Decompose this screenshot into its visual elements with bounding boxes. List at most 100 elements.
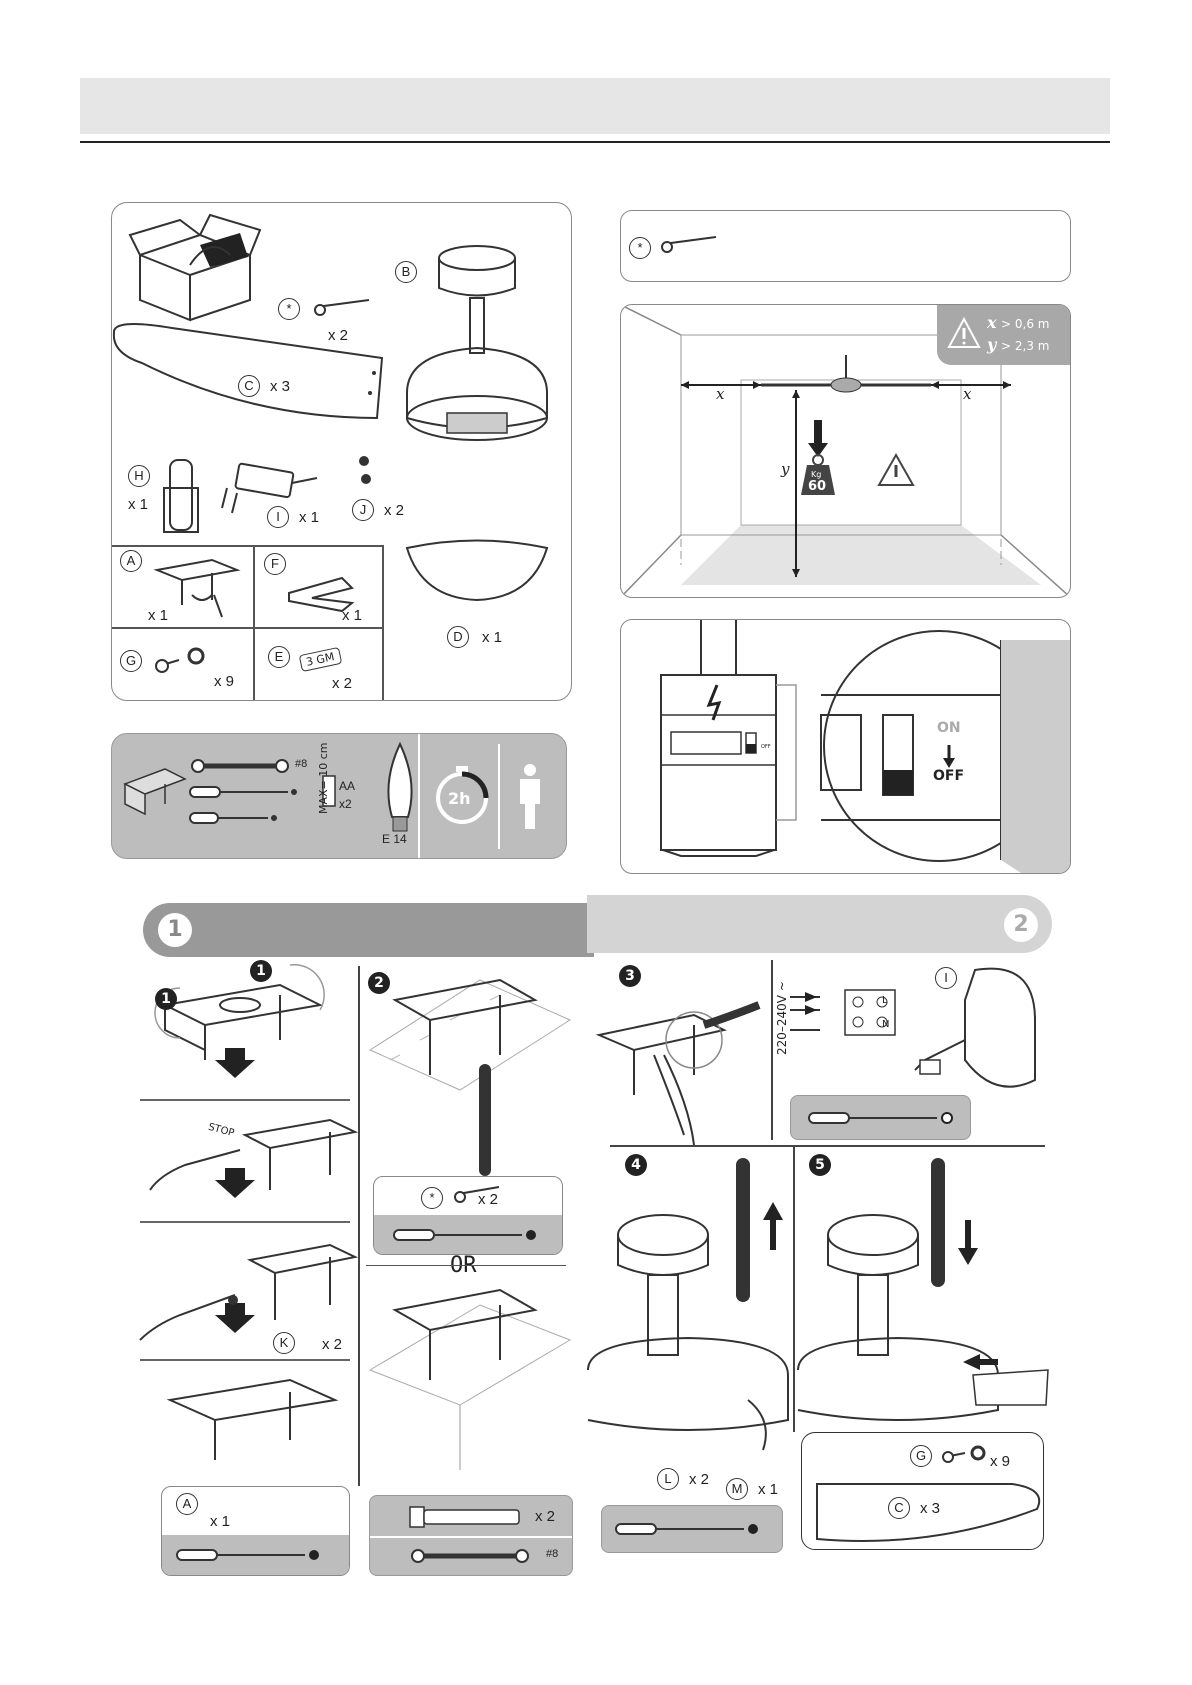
step2-wrench-size: #8 [546, 1548, 558, 1560]
fan-motor-illustration [402, 243, 552, 473]
step3-divider-vertical [771, 960, 773, 1140]
section-1-number: 1 [158, 913, 192, 947]
wrench-size: #8 [295, 758, 307, 770]
header-band [80, 78, 1110, 134]
mounting-bracket-icon [152, 555, 242, 615]
section-2-bar [587, 895, 1052, 953]
step5-g-code: G [910, 1445, 932, 1467]
part-j-qty: x 2 [384, 502, 404, 519]
switch-off-label: OFF [933, 768, 964, 784]
fuse-off-label: OFF [761, 744, 771, 750]
step3-number: 3 [619, 965, 641, 987]
step4-l-code: L [657, 1468, 679, 1490]
screw-note-code: * [629, 237, 651, 259]
step2-screw-code: * [421, 1187, 443, 1209]
part-i-qty: x 1 [299, 509, 319, 526]
section-1-bar [143, 903, 594, 957]
parts-grid-v2 [382, 545, 384, 700]
tools-divider-2 [498, 744, 500, 849]
part-f-qty: x 1 [342, 607, 362, 624]
step4-m-qty: x 1 [758, 1481, 778, 1498]
candle-bulb-icon [380, 742, 420, 837]
power-off-panel: ON OFF OFF [620, 619, 1071, 874]
step4-m-code: M [726, 1478, 748, 1500]
terminal-n-label: N [882, 1019, 889, 1030]
phillips-screwdriver-icon [190, 784, 300, 800]
part-g-qty: x 9 [214, 673, 234, 690]
part-a-qty: x 1 [148, 607, 168, 624]
parts-grid-v1 [253, 545, 255, 700]
step5-part-box: G x 9 C x 3 [801, 1432, 1044, 1550]
phillips-screwdriver-icon [616, 1521, 766, 1537]
step1-a-code: A [176, 1493, 198, 1515]
step2-anchor-box: x 2 #8 [369, 1495, 573, 1576]
battery-qty: x2 [339, 797, 352, 811]
part-d-qty: x 1 [482, 629, 502, 646]
step1-a-qty: x 1 [210, 1513, 230, 1530]
screw-icon [314, 298, 374, 318]
screw-note-box: * [620, 210, 1071, 282]
wall-anchor-icon [410, 1502, 530, 1532]
parts-grid-h2 [112, 627, 382, 629]
step4-tool-box [601, 1505, 783, 1553]
clearance-x-symbol: x [987, 313, 997, 332]
install-duration: 2h [448, 789, 471, 808]
warning-icon [947, 317, 981, 349]
parts-grid-h1 [112, 545, 382, 547]
screw-icon [661, 235, 721, 255]
terminal-l-label: L [882, 995, 888, 1006]
step2-screw-qty: x 2 [478, 1191, 498, 1208]
package-box-illustration [130, 215, 270, 325]
step4-divider-vertical [793, 1147, 795, 1432]
step4-l-qty: x 2 [689, 1471, 709, 1488]
voltage-label: 220–240V ~ [775, 981, 789, 1055]
wrench-icon [410, 1548, 530, 1564]
step2-anchor-qty: x 2 [535, 1508, 555, 1525]
step5-c-code: C [888, 1497, 910, 1519]
step4-canopy-illustration [588, 1160, 788, 1460]
step3-tool-box [790, 1095, 971, 1140]
clearance-y-rule: > 2,3 m [1001, 339, 1049, 353]
header-rule [80, 141, 1110, 143]
bulb-max-length: MAX= 10 cm [317, 742, 330, 814]
step2-anchor-mount [370, 1280, 570, 1470]
parts-panel: * x 2 B C x 3 H x 1 I x 1 J x 2 A [111, 202, 572, 701]
part-c-code: C [238, 375, 260, 397]
clearance-x-rule: > 0,6 m [1001, 317, 1049, 331]
step3-divider-horizontal [610, 1145, 1045, 1147]
part-f-code: F [264, 553, 286, 575]
step5-blade-attach-illustration [798, 1160, 1048, 1430]
person-icon [515, 764, 545, 834]
tools-panel: #8 AA x2 MAX= 10 cm E 14 2h [111, 733, 567, 859]
clearance-panel: x x y Kg 60 x > 0,6 m y > 2,3 m [620, 304, 1071, 598]
part-c-qty: x 3 [270, 378, 290, 395]
receiver-connection-illustration [895, 960, 1045, 1110]
step1-k-qty: x 2 [322, 1336, 342, 1353]
step2-screw-box: * x 2 [373, 1176, 563, 1255]
bulb-socket: E 14 [382, 832, 407, 846]
weight-value: 60 [808, 479, 826, 494]
bolt-washer-icon [154, 648, 214, 678]
part-e-tag: 3 GM [299, 647, 342, 672]
clearance-x-left: x [716, 385, 724, 403]
clearance-x-right: x [963, 385, 971, 403]
section-2-number: 2 [1004, 908, 1038, 942]
part-e-code: E [268, 646, 290, 668]
step1-bracket-sequence [140, 960, 360, 1480]
step2-ceiling-mount [370, 980, 570, 1180]
bracket-tool-icon [120, 764, 190, 819]
wrench-icon [190, 758, 290, 774]
part-i-code: I [267, 506, 289, 528]
switch-on-label: ON [937, 720, 961, 736]
step1-part-box: A x 1 [161, 1486, 350, 1576]
step1-k-code: K [273, 1332, 295, 1354]
bolt-washer-icon [940, 1445, 990, 1465]
remote-control-icon [162, 458, 202, 538]
step1-marker-a: 1 [250, 960, 272, 982]
part-j-code: J [352, 499, 374, 521]
step1-marker-b: 1 [155, 988, 177, 1010]
tools-divider-1 [418, 734, 420, 858]
clearance-y-symbol: y [987, 335, 996, 354]
glass-dome-illustration [402, 538, 552, 608]
part-a-code: A [120, 550, 142, 572]
